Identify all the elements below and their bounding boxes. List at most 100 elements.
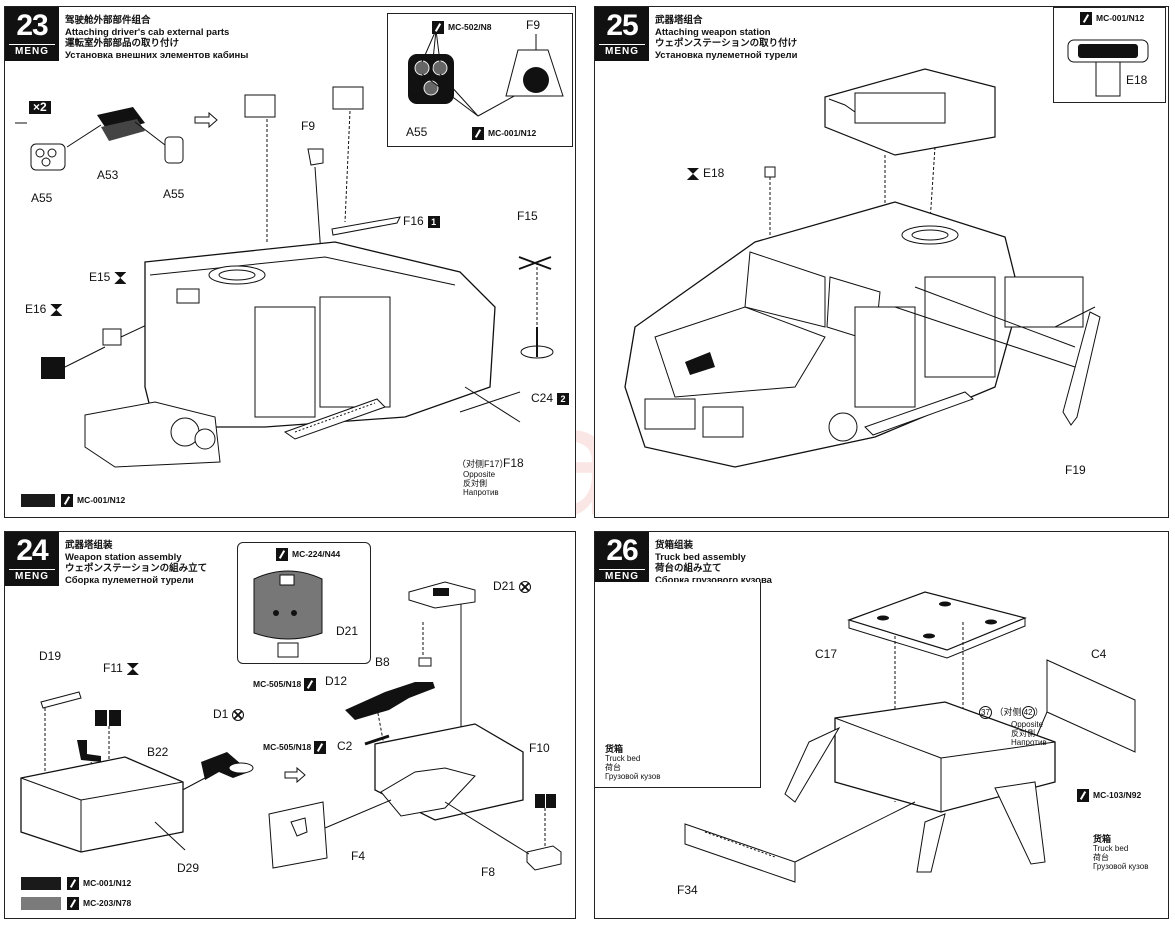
- paint-brush-icon: [472, 127, 484, 141]
- part-c2: C2: [337, 739, 353, 753]
- step-26-title-cn: 货箱组装: [655, 540, 694, 551]
- inset-caption-jp: 荷台: [605, 763, 621, 772]
- part-d29: D29: [177, 861, 200, 875]
- paint-brush-icon: [61, 494, 73, 508]
- step-24-panel: 24 MENG 武器塔组装 Weapon station assembly ウェ…: [4, 531, 576, 919]
- step-23-number: 23: [16, 9, 48, 42]
- part-e15: E15: [89, 271, 127, 284]
- step-24-header-box: 24 MENG: [5, 532, 59, 586]
- part-f9: F9: [301, 119, 316, 133]
- part-f8: F8: [481, 865, 496, 879]
- paint-brush-icon: [303, 678, 316, 692]
- opposite-ru: Напротив: [463, 488, 499, 497]
- ref-37-circle: 37: [979, 706, 992, 719]
- paint-mc103: MC-103/N92: [1077, 788, 1141, 803]
- step-23-titles: 驾驶舱外部部件组合 Attaching driver's cab externa…: [65, 15, 248, 61]
- f11-flag-icon: [126, 662, 139, 675]
- d1-no-glue-icon: [232, 708, 245, 721]
- f16-note-badge: 1: [427, 215, 440, 228]
- step-24-drawing: [20, 581, 562, 871]
- inset-caption-cn: 货箱: [605, 744, 624, 754]
- paint-legend-mc001: MC-001/N12: [21, 493, 125, 508]
- inset-paint-mc001: MC-001/N12: [472, 126, 536, 141]
- part-f18: F18: [503, 456, 524, 470]
- part-f34: F34: [677, 883, 698, 897]
- step-24-title-jp: ウェポンステーションの組み立て: [65, 563, 208, 574]
- inset-paint-mc502: MC-502/N8: [432, 20, 491, 35]
- step-24-title-en: Weapon station assembly: [65, 551, 182, 563]
- bed-caption-en: Truck bed: [1093, 844, 1129, 853]
- legend-swatch-1: [21, 897, 61, 911]
- part-f4: F4: [351, 849, 366, 863]
- step-26-title-jp: 荷台の組み立て: [655, 563, 722, 574]
- step-25-header-box: 25 MENG: [595, 7, 649, 61]
- part-a53: A53: [97, 168, 119, 182]
- step-26-detail-inset: [595, 582, 761, 788]
- part-d19: D19: [39, 649, 62, 663]
- step-26-header-box: 26 MENG: [595, 532, 649, 586]
- part-a55-right: A55: [163, 187, 185, 201]
- inset-drawing: [408, 29, 564, 117]
- inset-drawing: [1067, 39, 1149, 97]
- step-26-title-ru: Сборка грузового кузова: [655, 574, 772, 586]
- opposite-ru: Напротив: [1011, 738, 1047, 747]
- part-a55-left: A55: [31, 191, 53, 205]
- e16-flag-icon: [50, 303, 63, 316]
- step-24-number: 24: [16, 534, 48, 567]
- part-d1: D1: [213, 708, 245, 721]
- paint-brush-icon: [276, 548, 288, 562]
- inset-paint-mc224: MC-224/N44: [276, 547, 340, 562]
- inset-paint-mc001: MC-001/N12: [1080, 11, 1144, 26]
- bed-caption-cn: 货箱: [1093, 834, 1112, 844]
- inset-caption-ru: Грузовой кузов: [605, 772, 661, 781]
- step-23-title-cn: 驾驶舱外部部件组合: [65, 15, 151, 26]
- part-b22: B22: [147, 745, 169, 759]
- step-24-titles: 武器塔组装 Weapon station assembly ウェポンステーション…: [65, 540, 207, 586]
- part-d12: D12: [325, 674, 348, 688]
- part-d21: D21: [493, 580, 532, 593]
- paint-brush-icon: [67, 897, 79, 911]
- opposite-en: Opposite: [1011, 720, 1044, 729]
- e15-flag-icon: [114, 271, 127, 284]
- ref-42-circle: 42: [1021, 706, 1035, 719]
- step-24-detail-inset: MC-224/N44 D21: [237, 542, 371, 664]
- step-23-header-box: 23 MENG: [5, 7, 59, 61]
- step-23-drawing: [15, 86, 554, 468]
- step-23-title-en: Attaching driver's cab external parts: [65, 26, 230, 38]
- bed-caption-jp: 荷台: [1093, 853, 1109, 862]
- step-26-panel: 26 MENG 货箱组装 Truck bed assembly 荷台の組み立て …: [594, 531, 1169, 919]
- paint-brush-icon: [313, 741, 326, 755]
- paint-brush-icon: [67, 877, 79, 891]
- step-23-detail-inset: MC-502/N8 F9 A55 MC-001/N12: [387, 13, 573, 147]
- step-25-title-cn: 武器塔组合: [655, 15, 703, 26]
- inset-part-f9: F9: [526, 18, 541, 32]
- opposite-jp: 反対側: [463, 479, 487, 488]
- brand-logo: MENG: [9, 44, 55, 59]
- inset-caption-en: Truck bed: [605, 754, 641, 763]
- part-e16: E16: [25, 303, 63, 316]
- step-26-number: 26: [606, 534, 638, 567]
- step-25-number: 25: [606, 9, 638, 42]
- paint-legend-0: MC-001/N12: [21, 876, 131, 891]
- opposite-jp: 反対側: [1011, 729, 1035, 738]
- paint-brush-icon: [432, 21, 444, 35]
- paint-brush-icon: [1080, 12, 1092, 26]
- part-c17: C17: [815, 647, 838, 661]
- bed-caption-ru: Грузовой кузов: [1093, 862, 1149, 871]
- part-f11: F11: [103, 662, 139, 675]
- legend-swatch-0: [21, 877, 61, 891]
- d21-no-glue-icon: [519, 580, 532, 593]
- step-25-detail-inset: MC-001/N12 E18: [1053, 7, 1166, 103]
- part-f10: F10: [529, 741, 550, 755]
- multiplier-x2: ×2: [29, 101, 51, 114]
- inset-part-a55: A55: [406, 125, 428, 139]
- part-f15: F15: [517, 209, 538, 223]
- step-26-title-en: Truck bed assembly: [655, 551, 746, 563]
- opposite-en: Opposite: [463, 470, 496, 479]
- brand-logo: MENG: [9, 569, 55, 584]
- step-23-title-ru: Установка внешних элементов кабины: [65, 49, 249, 61]
- part-c4: C4: [1091, 647, 1107, 661]
- step-25-title-ru: Установка пулеметной турели: [655, 49, 798, 61]
